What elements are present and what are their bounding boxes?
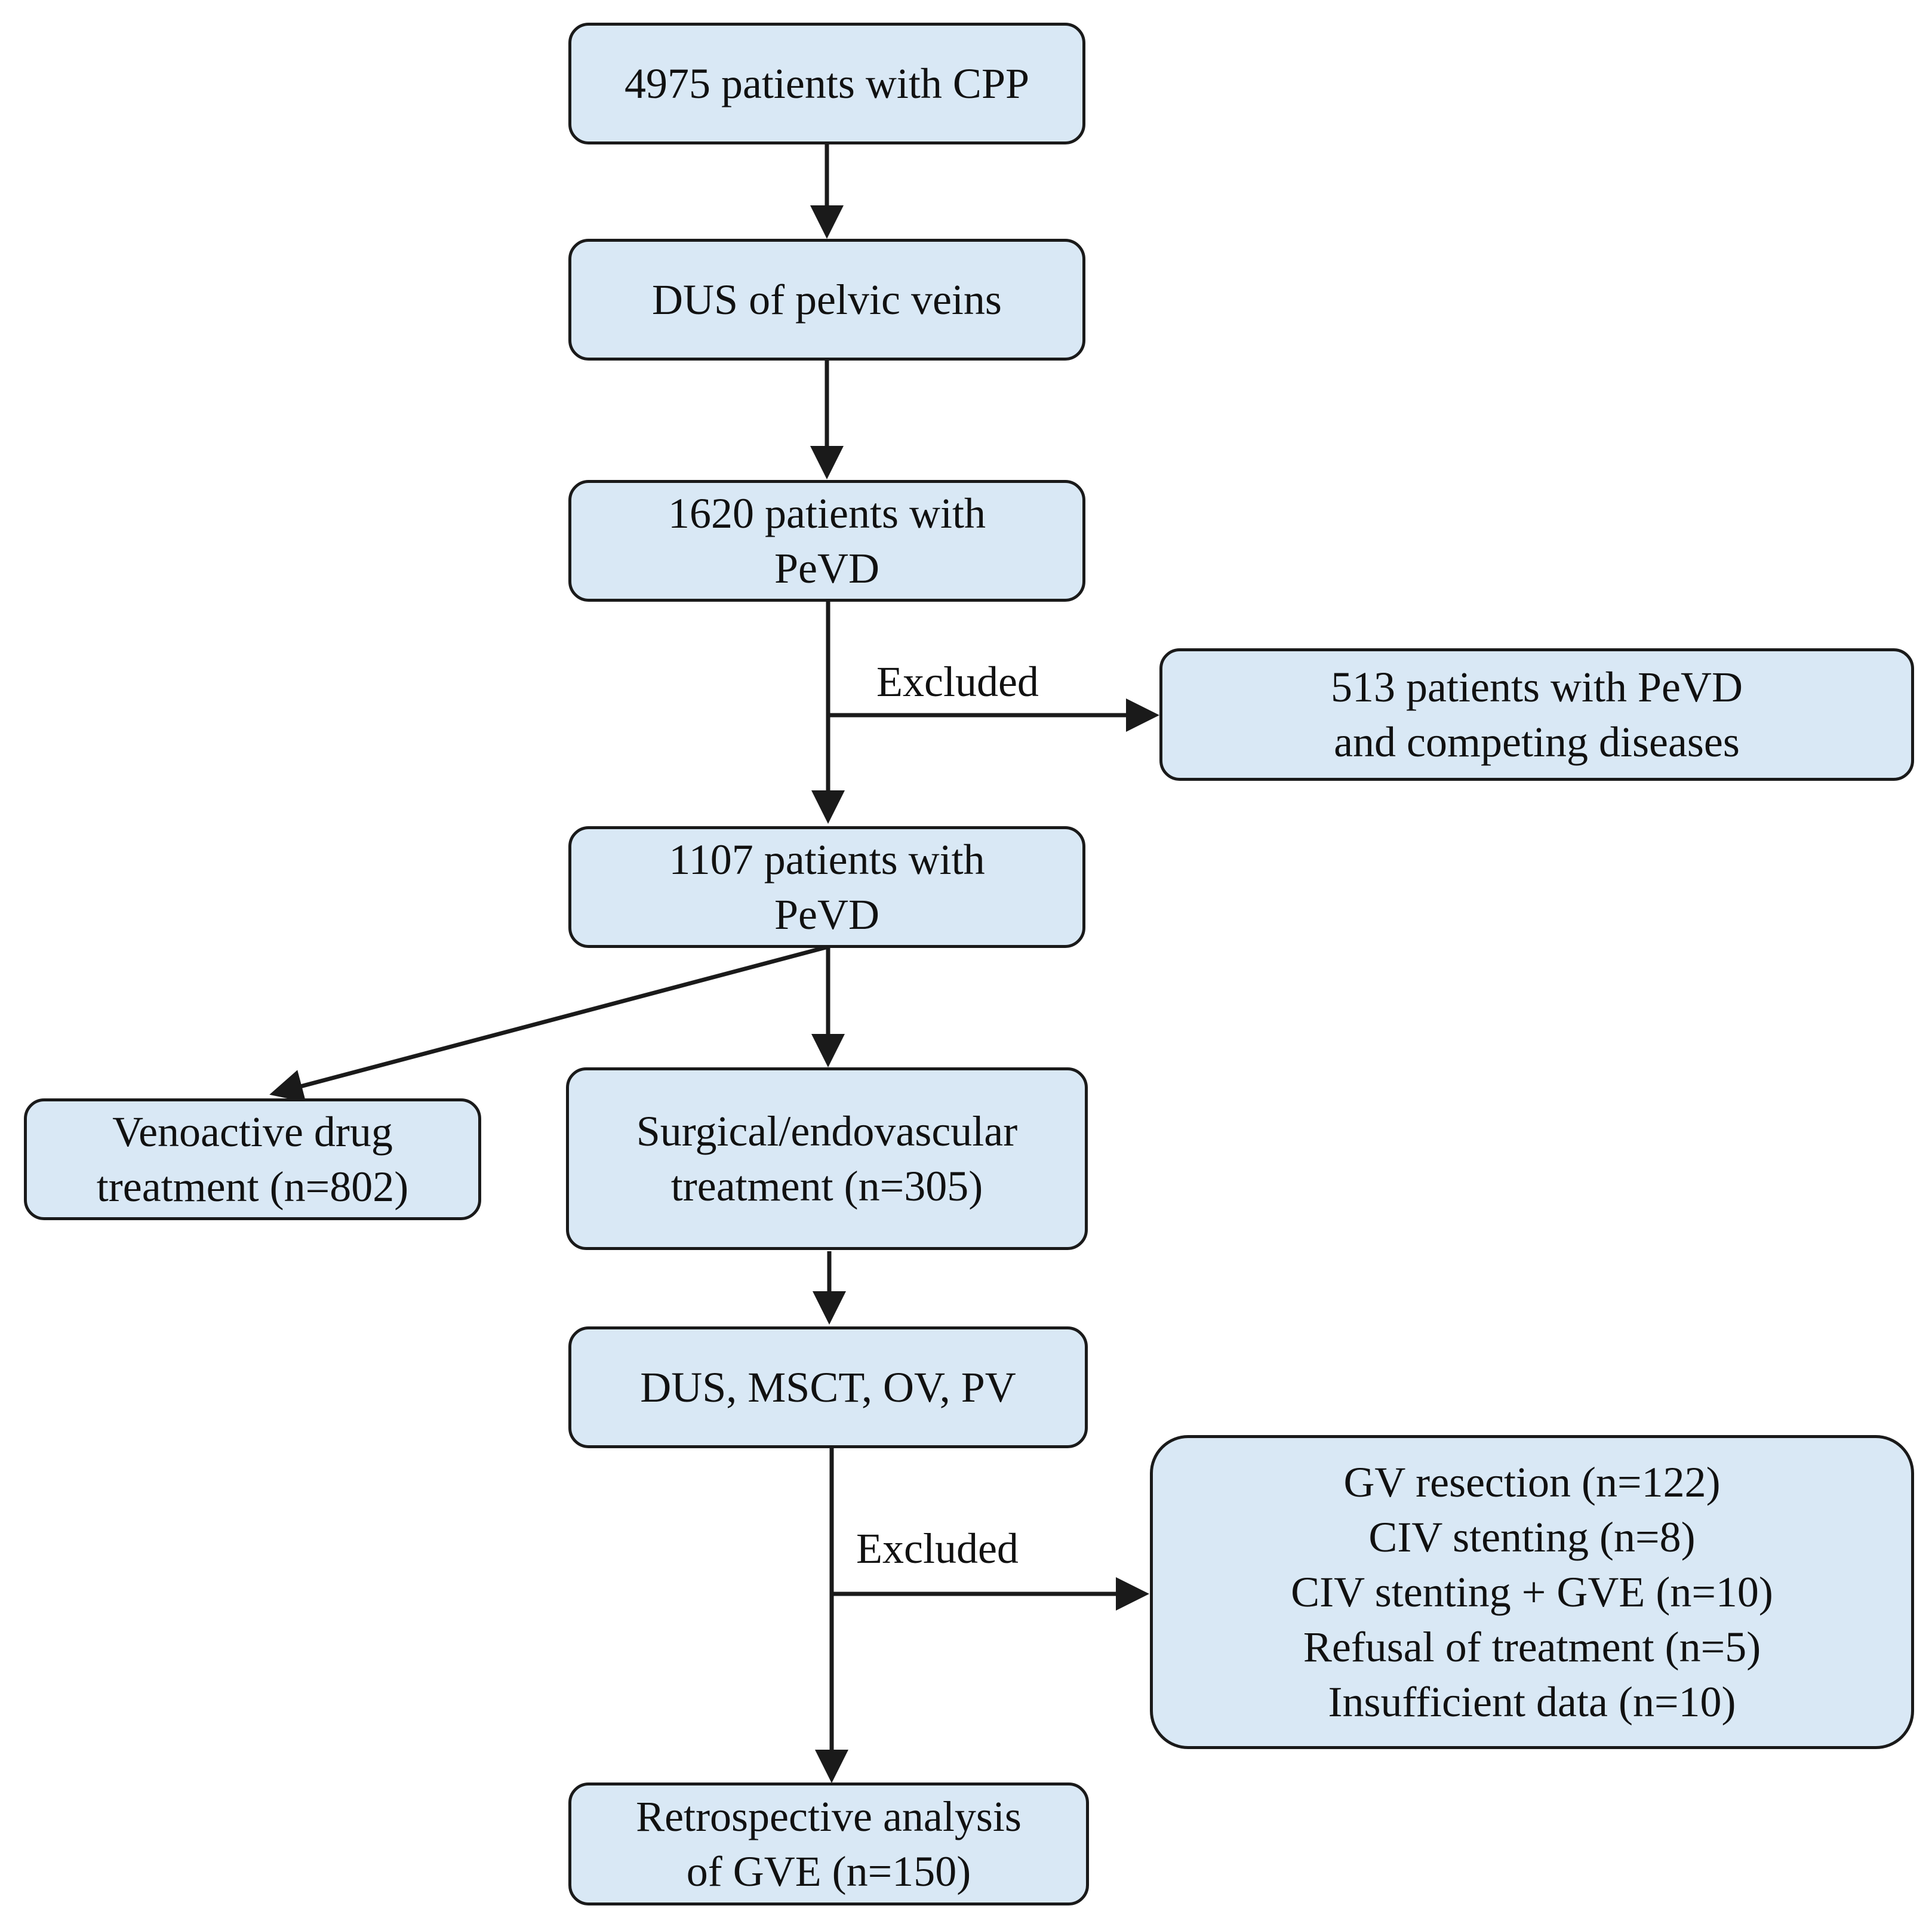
box-retrospective-analysis: Retrospective analysis of GVE (n=150) [568, 1783, 1089, 1905]
box-surgical-endovascular: Surgical/endovascular treatment (n=305) [566, 1067, 1088, 1250]
box-text-line: CIV stenting (n=8) [1368, 1513, 1696, 1561]
box-text-line: GV resection (n=122) [1343, 1458, 1721, 1506]
arrow-1107-to-venoactive [269, 944, 829, 1103]
box-pevd-1620: 1620 patients with PeVD [568, 480, 1085, 602]
box-text-line: PeVD [774, 544, 879, 592]
box-competing-diseases: 513 patients with PeVD and competing dis… [1159, 648, 1914, 781]
box-text-line: Venoactive drug [112, 1108, 393, 1156]
box-text-line: 513 patients with PeVD [1331, 663, 1743, 711]
box-dus-pelvic-veins: DUS of pelvic veins [568, 239, 1085, 361]
excluded-label-1: Excluded [876, 658, 1039, 706]
box-text-line: PeVD [774, 891, 879, 938]
box-text-line: Insufficient data (n=10) [1328, 1678, 1736, 1726]
box-text-line: 4975 patients with CPP [624, 60, 1030, 107]
box-text-line: DUS of pelvic veins [652, 276, 1002, 324]
box-text-line: Refusal of treatment (n=5) [1303, 1623, 1761, 1671]
box-text-line: of GVE (n=150) [686, 1848, 971, 1895]
box-text-line: treatment (n=305) [670, 1162, 983, 1210]
box-text-line: CIV stenting + GVE (n=10) [1291, 1568, 1773, 1616]
excluded-label-2: Excluded [856, 1525, 1019, 1572]
box-text-line: Retrospective analysis [636, 1793, 1022, 1840]
box-text-line: treatment (n=802) [96, 1163, 409, 1211]
box-text-line: 1107 patients with [669, 836, 985, 883]
box-text-line: 1620 patients with [668, 490, 986, 537]
box-text-line: Surgical/endovascular [636, 1107, 1018, 1155]
box-venoactive-drug: Venoactive drug treatment (n=802) [24, 1098, 481, 1220]
box-imaging: DUS, MSCT, OV, PV [568, 1326, 1088, 1448]
box-pevd-1107: 1107 patients with PeVD [568, 826, 1085, 948]
box-excluded-treatments: GV resection (n=122) CIV stenting (n=8) … [1150, 1435, 1914, 1749]
box-text-line: and competing diseases [1334, 718, 1740, 766]
box-text-line: DUS, MSCT, OV, PV [640, 1363, 1016, 1411]
box-cpp-patients: 4975 patients with CPP [568, 23, 1085, 144]
